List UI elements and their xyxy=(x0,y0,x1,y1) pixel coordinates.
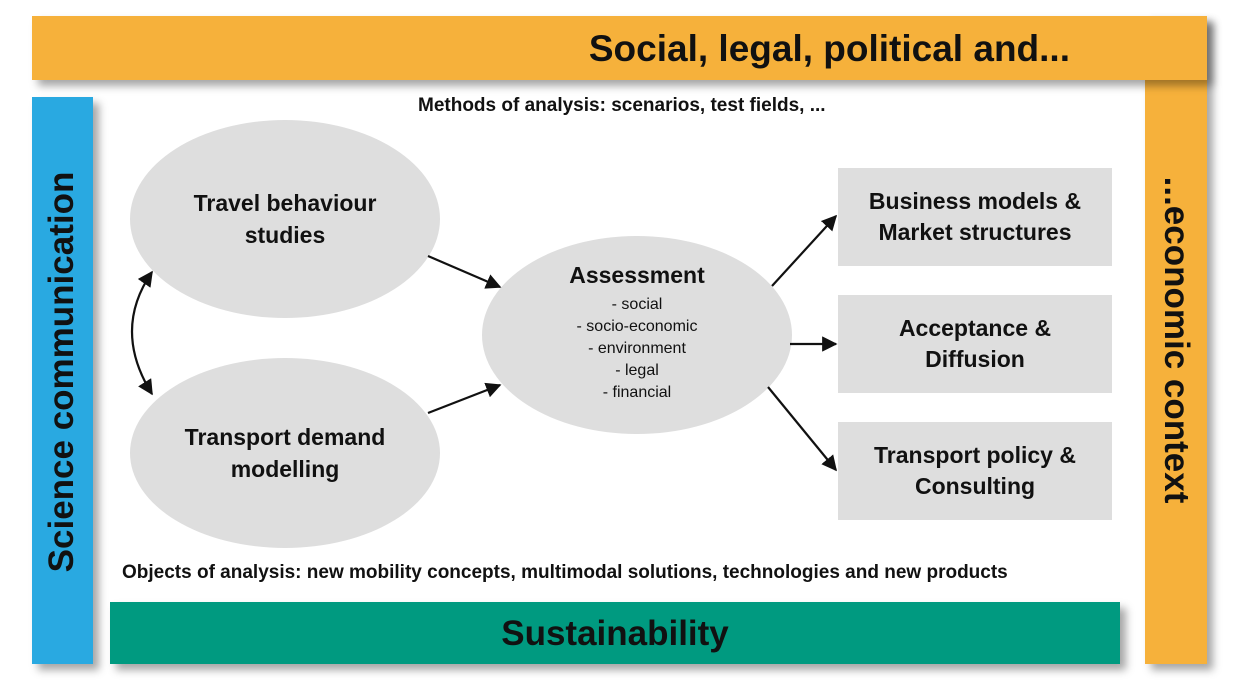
acceptance-label: Acceptance & Diffusion xyxy=(898,315,1052,372)
travel-behaviour-node: Travel behaviour studies xyxy=(130,120,440,318)
assessment-item: - legal xyxy=(615,362,659,379)
objects-caption: Objects of analysis: new mobility concep… xyxy=(122,562,1008,583)
methods-caption: Methods of analysis: scenarios, test fie… xyxy=(418,95,826,116)
transport-demand-label: Transport demand modelling xyxy=(184,424,386,482)
context-bar-right xyxy=(1145,16,1207,664)
assessment-item: - financial xyxy=(602,384,672,401)
transport-policy-label: Transport policy & Consulting xyxy=(874,442,1076,499)
assessment-node: Assessment - social - socio-economic - e… xyxy=(482,236,792,434)
assessment-item: - social xyxy=(611,296,663,313)
science-communication-bar xyxy=(32,97,93,664)
arrow-travel-assessment xyxy=(427,254,502,289)
context-top-label: Social, legal, political and... xyxy=(588,28,1070,69)
business-models-label: Business models & Market structures xyxy=(868,188,1082,245)
transport-demand-node: Transport demand modelling xyxy=(130,358,440,548)
sustainability-label: Sustainability xyxy=(501,614,729,653)
assessment-item: - environment xyxy=(588,340,686,357)
acceptance-box: Acceptance & Diffusion xyxy=(838,295,1112,393)
assessment-item: - socio-economic xyxy=(576,318,698,335)
travel-behaviour-label: Travel behaviour studies xyxy=(193,190,377,248)
business-models-box: Business models & Market structures xyxy=(838,168,1112,266)
assessment-title: Assessment xyxy=(569,262,705,288)
context-bar-top xyxy=(32,16,1207,80)
assessment-list: - social - socio-economic - environment … xyxy=(577,294,698,404)
arrow-assessment-policy xyxy=(767,386,837,472)
transport-policy-box: Transport policy & Consulting xyxy=(838,422,1112,520)
sustainability-bar xyxy=(110,602,1120,664)
arrow-travel-demand xyxy=(130,270,153,396)
arrow-assessment-business xyxy=(771,214,838,287)
arrow-demand-assessment xyxy=(427,382,502,415)
